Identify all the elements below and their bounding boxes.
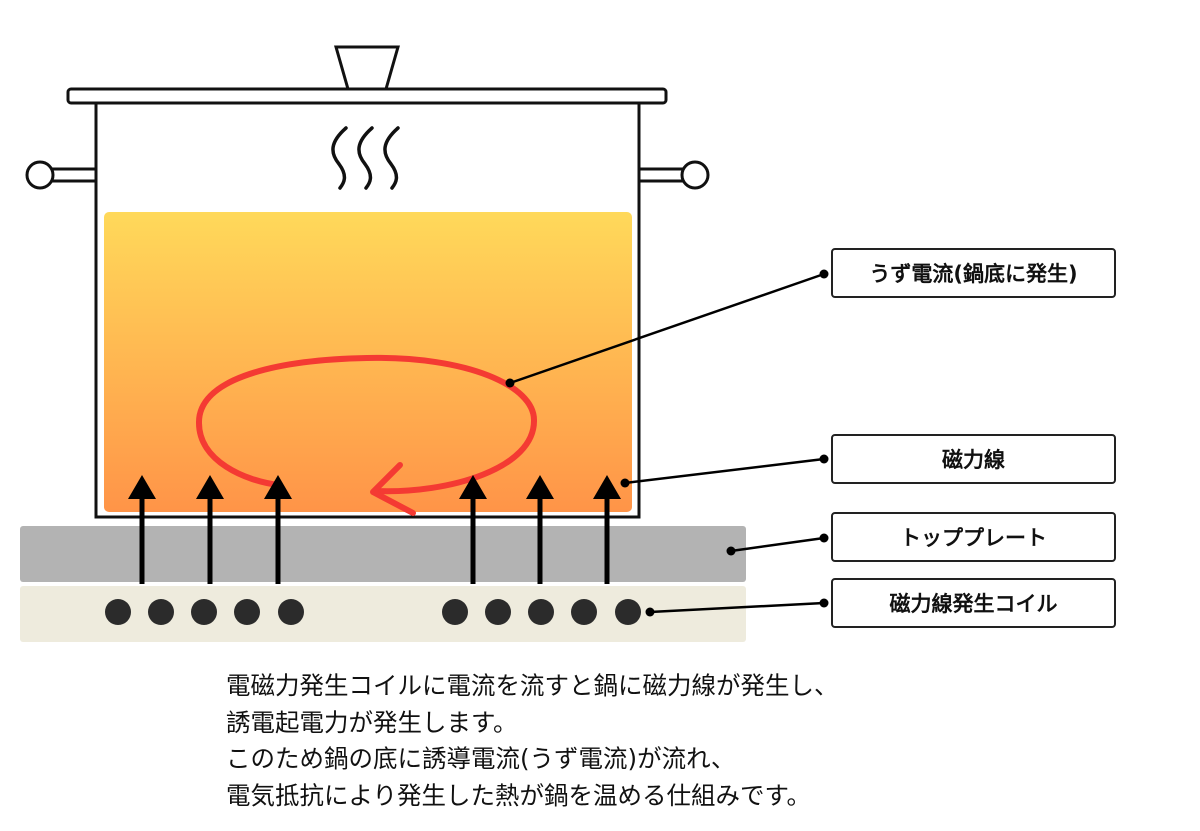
eddy-current-loop <box>195 354 538 516</box>
pot-lid <box>66 87 668 105</box>
coil-dot <box>615 599 641 625</box>
coil-dot <box>485 599 511 625</box>
top-plate <box>20 526 746 582</box>
coil-dot <box>571 599 597 625</box>
heated-contents <box>104 212 632 512</box>
leader-line-eddy <box>509 272 825 385</box>
coil-dot <box>528 599 554 625</box>
leader-line-coil <box>649 601 825 614</box>
pot-handle-right <box>636 160 710 190</box>
coil-dot <box>234 599 260 625</box>
lid-knob <box>334 45 400 91</box>
induction-heating-diagram <box>20 45 829 642</box>
coil-dot <box>191 599 217 625</box>
caption-line: 電気抵抗により発生した熱が鍋を温める仕組みです。 <box>226 780 812 810</box>
caption-line: 電磁力発生コイルに電流を流すと鍋に磁力線が発生し、 <box>226 671 839 700</box>
explanation-caption: 電磁力発生コイルに電流を流すと鍋に磁力線が発生し、 誘電起電力が発生します。 こ… <box>226 668 1126 814</box>
caption-line: 誘電起電力が発生します。 <box>226 707 518 737</box>
label-eddy-current: うず電流(鍋底に発生) <box>831 248 1116 298</box>
coil-dot <box>278 599 304 625</box>
coil-windings <box>105 599 641 625</box>
pot-handle-left <box>25 160 99 190</box>
coil-dot <box>105 599 131 625</box>
label-coil: 磁力線発生コイル <box>831 578 1116 628</box>
leader-line-plate <box>730 536 825 553</box>
steam-icon <box>331 126 400 190</box>
caption-line: このため鍋の底に誘導電流(うず電流)が流れ、 <box>226 744 736 773</box>
coil-dot <box>148 599 174 625</box>
coil-dot <box>442 599 468 625</box>
leader-lines <box>505 269 829 617</box>
label-top-plate: トッププレート <box>831 512 1116 562</box>
label-magnetic-lines: 磁力線 <box>831 434 1116 484</box>
magnetic-field-arrows <box>128 475 621 584</box>
leader-line-magnetic <box>624 457 825 485</box>
